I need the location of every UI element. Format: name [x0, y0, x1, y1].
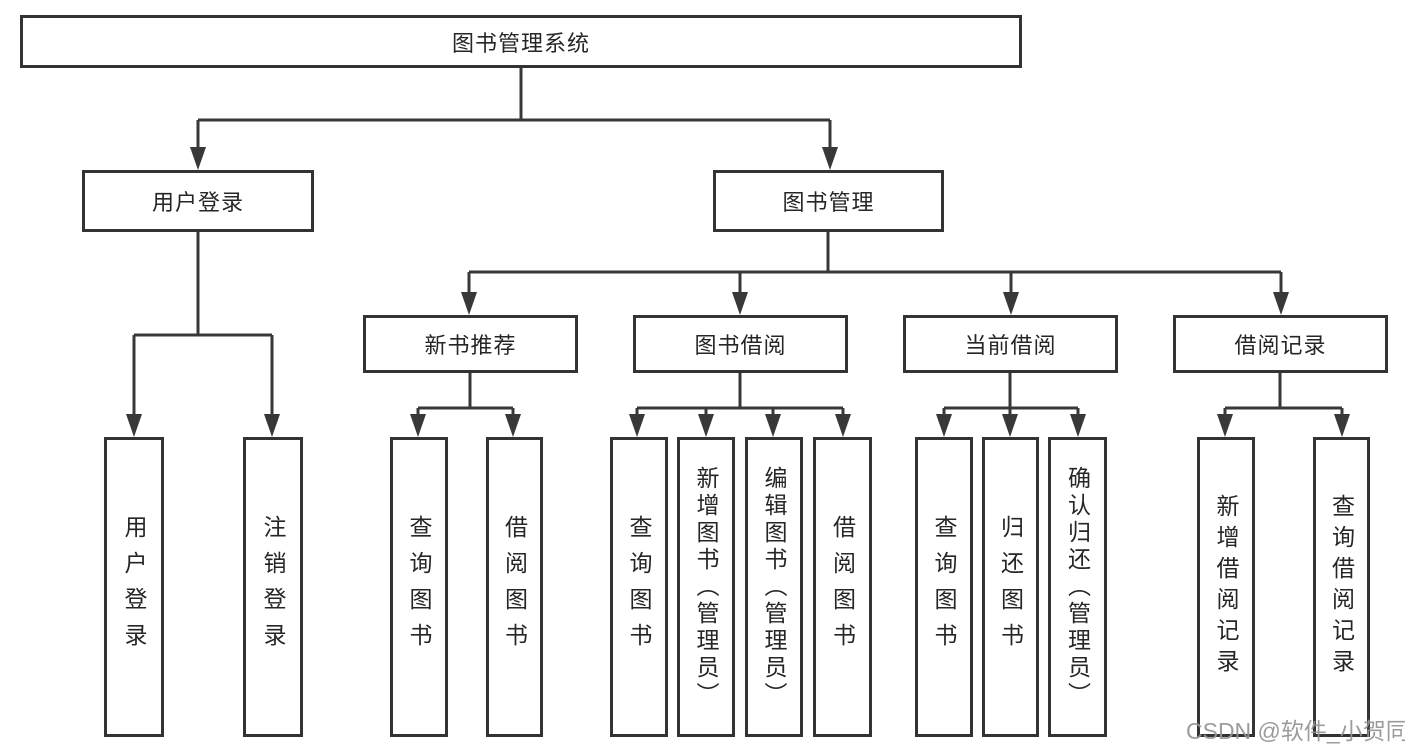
- leaf-add-book-admin: 新增图书（管理员）: [677, 437, 735, 737]
- leaf-label: 新增借阅记录: [1213, 494, 1239, 680]
- leaf-label: 确认归还（管理员）: [1064, 465, 1091, 709]
- leaf-edit-book-admin: 编辑图书（管理员）: [745, 437, 803, 737]
- node-book-borrow: 图书借阅: [633, 315, 848, 373]
- node-user-login: 用户登录: [82, 170, 314, 232]
- node-label: 图书借阅: [694, 333, 787, 358]
- leaf-label: 查询图书: [626, 515, 652, 659]
- node-current-borrow: 当前借阅: [903, 315, 1118, 373]
- leaf-logout: 注销登录: [243, 437, 303, 737]
- node-book-management: 图书管理: [713, 170, 944, 232]
- node-label: 借阅记录: [1234, 333, 1327, 358]
- leaf-query-borrow-record: 查询借阅记录: [1313, 437, 1370, 737]
- leaf-label: 借阅图书: [501, 515, 528, 659]
- leaf-user-login: 用户登录: [104, 437, 164, 737]
- leaf-query-book-current: 查询图书: [915, 437, 973, 737]
- arrowheads: [126, 147, 1350, 437]
- leaf-label: 查询图书: [406, 515, 432, 659]
- node-label: 用户登录: [151, 190, 244, 215]
- node-label: 图书管理系统: [451, 30, 590, 56]
- leaf-borrow-book-recommend: 借阅图书: [486, 437, 543, 737]
- leaf-label: 注销登录: [260, 515, 286, 659]
- leaf-confirm-return-admin: 确认归还（管理员）: [1048, 437, 1107, 737]
- leaf-label: 查询借阅记录: [1328, 494, 1355, 680]
- csdn-watermark: CSDN @软件_小贺同学: [1186, 718, 1405, 744]
- node-library-management-system: 图书管理系统: [20, 15, 1022, 68]
- node-new-book-recommend: 新书推荐: [363, 315, 578, 373]
- leaf-borrow-book: 借阅图书: [813, 437, 872, 737]
- leaf-label: 查询图书: [931, 515, 957, 659]
- leaf-query-book-recommend: 查询图书: [390, 437, 448, 737]
- leaf-query-book-borrow: 查询图书: [610, 437, 668, 737]
- node-label: 当前借阅: [964, 333, 1057, 358]
- tree-edges: [132, 68, 1344, 418]
- node-label: 图书管理: [782, 190, 875, 215]
- leaf-return-book: 归还图书: [982, 437, 1039, 737]
- leaf-label: 用户登录: [121, 515, 147, 659]
- node-label: 新书推荐: [424, 333, 517, 358]
- leaf-label: 借阅图书: [829, 515, 856, 659]
- leaf-label: 归还图书: [997, 515, 1024, 659]
- node-borrow-record: 借阅记录: [1173, 315, 1388, 373]
- leaf-label: 编辑图书（管理员）: [761, 465, 787, 709]
- leaf-add-borrow-record: 新增借阅记录: [1197, 437, 1255, 737]
- leaf-label: 新增图书（管理员）: [693, 465, 719, 709]
